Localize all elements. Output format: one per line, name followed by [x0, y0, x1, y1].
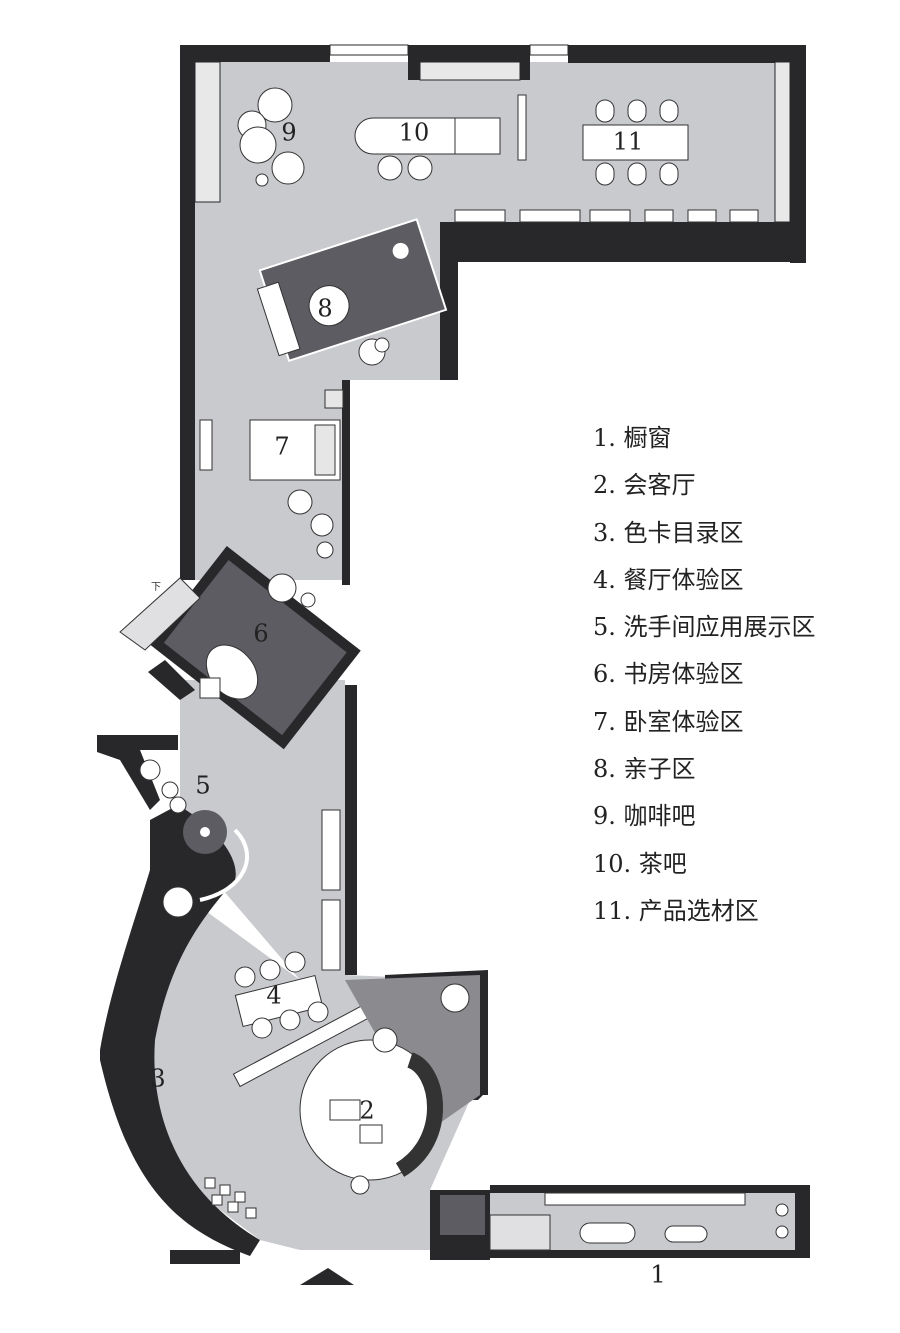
- legend-item: 5. 洗手间应用展示区: [593, 613, 816, 642]
- legend-item: 10. 茶吧: [593, 849, 687, 878]
- zone-legend: 1. 橱窗 2. 会客厅 3. 色卡目录区 4. 餐厅体验区 5. 洗手间应用展…: [593, 420, 816, 940]
- zone-label-2: 2: [359, 1097, 374, 1125]
- top-windows: [194, 44, 791, 223]
- legend-item: 11. 产品选材区: [593, 896, 759, 925]
- stair-mark: 下: [151, 582, 161, 593]
- window-display: [440, 1192, 789, 1251]
- entrance-arrow: [300, 1268, 354, 1285]
- legend-item: 4. 餐厅体验区: [593, 565, 744, 594]
- color-swatches: [204, 1177, 257, 1219]
- zone-label-9: 9: [281, 119, 296, 147]
- zone-label-11: 11: [613, 128, 644, 156]
- study-furniture: [199, 573, 316, 700]
- zone-label-7: 7: [274, 433, 289, 461]
- legend-item: 6. 书房体验区: [593, 660, 744, 689]
- plant-icon: [440, 983, 470, 1013]
- zone-label-10: 10: [399, 119, 430, 147]
- legend-item: 9. 咖啡吧: [593, 802, 696, 831]
- washroom-fixtures: [139, 759, 249, 902]
- tea-bar-furniture: [354, 94, 527, 181]
- zone-label-4: 4: [266, 982, 281, 1010]
- kids-area: [256, 218, 448, 362]
- legend-item: 7. 卧室体验区: [593, 707, 744, 736]
- zone-label-5: 5: [195, 772, 210, 800]
- stair-platform: [119, 577, 201, 651]
- zone-label-3: 3: [150, 1065, 165, 1093]
- dining-furniture: [162, 886, 329, 1039]
- coffee-bar-furniture: [237, 87, 305, 187]
- zone-label-6: 6: [253, 620, 268, 648]
- legend-item: 3. 色卡目录区: [593, 518, 744, 547]
- plant-icon: [358, 337, 390, 366]
- legend-item: 8. 亲子区: [593, 755, 696, 784]
- zone-label-1: 1: [650, 1261, 665, 1289]
- legend-item: 1. 橱窗: [593, 424, 672, 452]
- reception-furniture: [299, 1027, 443, 1195]
- shelf-strip: [321, 809, 341, 971]
- product-table: [454, 99, 759, 223]
- bedroom-furniture: [199, 389, 344, 559]
- legend-item: 2. 会客厅: [593, 471, 696, 500]
- zone-label-8: 8: [317, 295, 332, 323]
